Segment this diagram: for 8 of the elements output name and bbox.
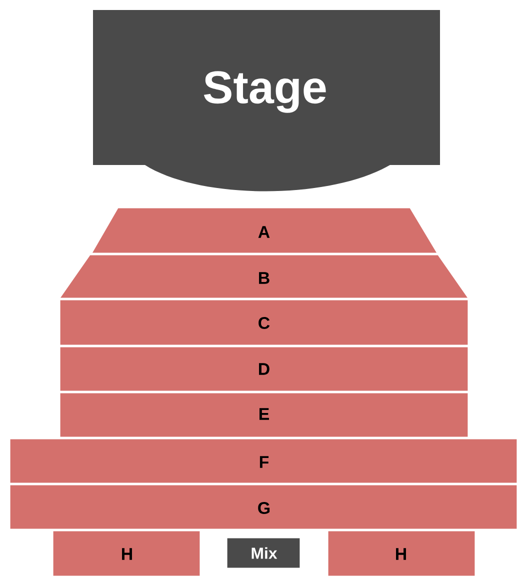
seating-section: E bbox=[60, 392, 468, 438]
seating-section: H bbox=[328, 530, 476, 576]
seating-section: D bbox=[60, 346, 468, 392]
stage-area: Stage bbox=[93, 10, 440, 192]
seating-section: H bbox=[52, 530, 200, 576]
seating-section: C bbox=[60, 300, 468, 346]
mix-booth: Mix bbox=[226, 538, 300, 568]
seating-section: F bbox=[10, 438, 518, 484]
